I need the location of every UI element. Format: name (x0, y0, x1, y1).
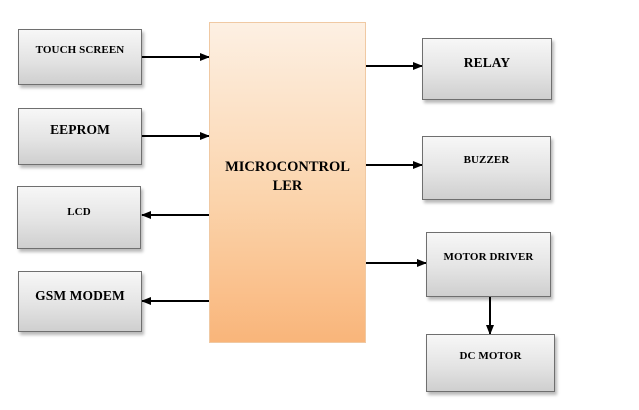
dc-motor-block: DC MOTOR (426, 334, 555, 392)
relay-block: RELAY (422, 38, 552, 100)
touch-screen-block: TOUCH SCREEN (18, 29, 142, 85)
microcontroller-block: MICROCONTROL LER (209, 22, 366, 343)
eeprom-block: EEPROM (18, 108, 142, 165)
lcd-block: LCD (17, 186, 141, 249)
buzzer-label: BUZZER (463, 154, 510, 166)
gsm-modem-block: GSM MODEM (18, 271, 142, 332)
gsm-modem-label: GSM MODEM (35, 288, 125, 303)
lcd-label: LCD (67, 206, 91, 218)
motor-driver-label: MOTOR DRIVER (443, 251, 534, 263)
relay-label: RELAY (463, 55, 511, 70)
eeprom-label: EEPROM (50, 122, 110, 137)
buzzer-block: BUZZER (422, 136, 551, 200)
microcontroller-label: MICROCONTROL LER (225, 159, 350, 194)
touch-screen-label: TOUCH SCREEN (35, 44, 125, 56)
dc-motor-label: DC MOTOR (459, 350, 522, 362)
motor-driver-block: MOTOR DRIVER (426, 232, 551, 297)
